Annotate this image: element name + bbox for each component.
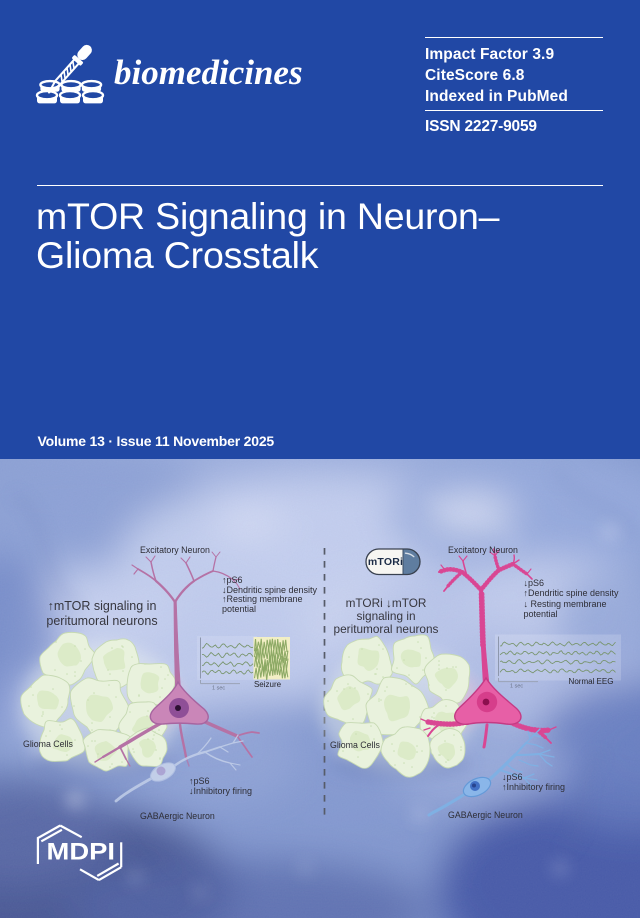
- citescore: CiteScore 6.8: [425, 67, 525, 84]
- effect-ps6-left: ↑pS6: [222, 575, 243, 585]
- panel-heading-left-line1: ↑mTOR signaling in: [47, 599, 157, 613]
- panel-heading-right-line2: signaling in: [356, 608, 416, 623]
- issue-title-line2: Glioma Crosstalk: [36, 234, 319, 276]
- panel-heading-right: mTORi ↓mTOR signaling in peritumoral neu…: [326, 595, 446, 637]
- effect-ps6-right: ↓pS6: [523, 578, 545, 588]
- eeg-trace-normal: [495, 634, 621, 683]
- excitatory-neuron-left: [94, 551, 260, 767]
- gabaergic-neuron-left: [114, 734, 244, 803]
- glioma-cells-right: [323, 634, 471, 778]
- metrics-top-rule: [425, 36, 603, 38]
- effect-membrane-left: ↑Resting membrane potential: [222, 594, 303, 615]
- gaba-neuron-label-right: GABAergic Neuron: [448, 809, 523, 820]
- eeg-scale-left: 1 sec: [212, 686, 225, 692]
- mtori-pill-label: mTORi: [367, 555, 404, 568]
- indexed-in: Indexed in PubMed: [425, 88, 568, 105]
- excitatory-effects-left: ↑pS6 ↓Dendritic spine density ↑Resting m…: [222, 575, 322, 615]
- glioma-cells-label-right: Glioma Cells: [330, 740, 380, 750]
- gaba-firing-right: ↑Inhibitory firing: [502, 781, 566, 792]
- normal-eeg-label: Normal EEG: [568, 677, 614, 686]
- gaba-effects-right: ↓pS6 ↑Inhibitory firing: [502, 772, 565, 793]
- excitatory-neuron-label-right: Excitatory Neuron: [448, 545, 518, 555]
- gaba-firing-left: ↓Inhibitory firing: [189, 786, 253, 797]
- cover-illustration: 1 sec 1 sec: [0, 459, 640, 918]
- mdpi-wordmark: MDPI: [47, 839, 116, 866]
- issn: ISSN 2227-9059: [425, 117, 537, 135]
- issue-title-line1: mTOR Signaling in Neuron–: [36, 195, 500, 237]
- title-rule: [37, 185, 603, 186]
- gaba-effects-left: ↑pS6 ↓Inhibitory firing: [189, 776, 252, 797]
- excitatory-neuron-label-left: Excitatory Neuron: [140, 544, 210, 555]
- gabaergic-neuron-right: [427, 728, 555, 817]
- excitatory-neuron-right: [420, 548, 557, 749]
- effect-membrane-right: ↓ Resting membrane potential: [523, 598, 607, 620]
- panel-heading-right-line3: peritumoral neurons: [333, 621, 439, 636]
- seizure-label: Seizure: [253, 680, 282, 689]
- impact-factor: Impact Factor 3.9: [425, 46, 555, 63]
- issue-title: mTOR Signaling in Neuron– Glioma Crossta…: [36, 197, 499, 275]
- panel-heading-right-line1: mTORi ↓mTOR: [345, 595, 427, 610]
- panel-heading-left-line2: peritumoral neurons: [46, 613, 158, 628]
- gaba-ps6-left: ↑pS6: [189, 776, 210, 786]
- mtor-inhibitor-capsule-icon: [365, 548, 421, 576]
- journal-metrics: Impact Factor 3.9 CiteScore 6.8 Indexed …: [425, 44, 568, 107]
- metrics-bottom-rule: [425, 110, 603, 111]
- glioma-cells-label-left: Glioma Cells: [23, 738, 73, 749]
- volume-issue: Volume 13 · Issue 11 November 2025: [37, 432, 275, 449]
- pipette-and-cell-dishes-icon: [35, 44, 105, 104]
- eeg-trace-seizure: [197, 636, 290, 685]
- glioma-cells-left: [20, 631, 176, 772]
- effect-spine-right: ↑Dendritic spine density: [523, 588, 619, 599]
- mdpi-hexagon-logo: MDPI: [36, 824, 123, 882]
- gaba-ps6-right: ↓pS6: [502, 771, 523, 782]
- effect-spine-left: ↓Dendritic spine density: [222, 584, 318, 595]
- journal-name: biomedicines: [114, 53, 303, 92]
- gaba-neuron-label-left: GABAergic Neuron: [140, 811, 215, 821]
- panel-heading-left: ↑mTOR signaling in peritumoral neurons: [32, 599, 172, 628]
- eeg-scale-right: 1 sec: [510, 684, 523, 690]
- excitatory-effects-right: ↓pS6 ↑Dendritic spine density ↓ Resting …: [524, 578, 624, 620]
